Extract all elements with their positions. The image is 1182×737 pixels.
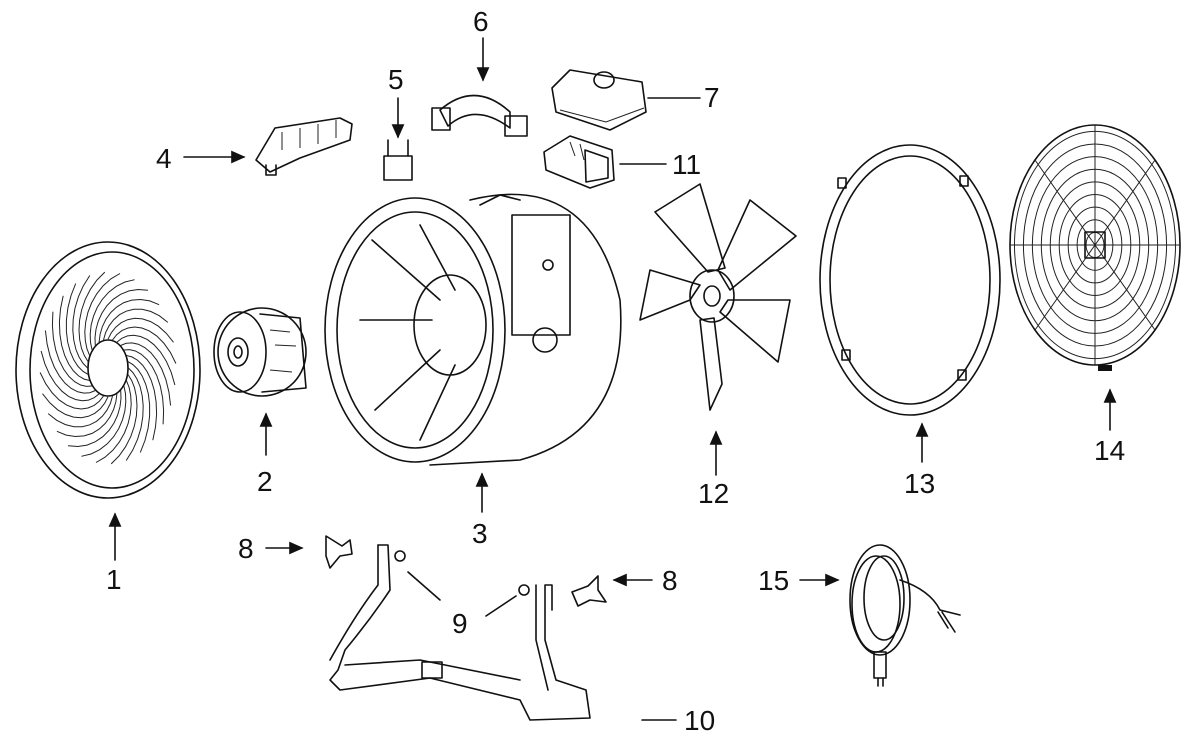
grille-swirl xyxy=(47,395,113,428)
part-switch-box xyxy=(551,69,647,131)
grille-swirl xyxy=(84,273,121,356)
label-10: 10 xyxy=(684,705,716,736)
label-3: 3 xyxy=(472,518,488,549)
leader-lines xyxy=(108,37,1117,721)
label-9: 9 xyxy=(452,608,468,639)
grille-swirl xyxy=(56,393,118,438)
grille-swirl xyxy=(116,334,176,386)
label-4: 4 xyxy=(156,143,172,174)
grille-swirl xyxy=(110,374,138,465)
part-stand xyxy=(329,544,591,721)
grille-swirl xyxy=(103,308,169,341)
label-11: 11 xyxy=(672,149,702,180)
leader-9a xyxy=(407,571,441,601)
part-clip xyxy=(383,139,413,181)
part-motor xyxy=(213,307,307,397)
part-fan-blade xyxy=(639,183,797,411)
grille-swirl xyxy=(44,330,96,394)
grille-swirl xyxy=(81,385,127,457)
part-front-grille xyxy=(15,241,201,499)
label-14: 14 xyxy=(1094,435,1126,466)
label-13: 13 xyxy=(904,468,936,499)
grille-swirl xyxy=(126,355,158,441)
leader-9b xyxy=(485,595,517,617)
label-8-left: 8 xyxy=(238,533,254,564)
part-switch xyxy=(543,135,615,189)
grille-swirl xyxy=(58,295,90,381)
label-15: 15 xyxy=(758,565,790,596)
grille-swirl xyxy=(120,342,172,406)
grille-swirl xyxy=(95,380,132,463)
label-8-right: 8 xyxy=(662,565,678,596)
grille-swirl xyxy=(39,372,104,410)
grille-swirl xyxy=(127,361,151,453)
part-knob-right xyxy=(571,575,607,607)
grille-swirl xyxy=(112,326,177,364)
label-1: 1 xyxy=(106,564,122,595)
grille-swirl xyxy=(107,317,174,343)
grille-swirl xyxy=(40,350,100,402)
label-5: 5 xyxy=(388,64,404,95)
part-bracket xyxy=(255,117,353,176)
grille-swirl xyxy=(98,298,160,343)
part-power-cord xyxy=(849,544,961,687)
label-6: 6 xyxy=(473,6,489,37)
grille-swirl xyxy=(42,393,109,419)
grille-swirl xyxy=(78,271,106,362)
part-washer-left xyxy=(394,550,406,562)
part-washer-right xyxy=(518,584,530,596)
grille-swirl xyxy=(72,275,91,369)
grille-swirl xyxy=(94,288,148,346)
grille-swirl xyxy=(65,283,89,375)
label-2: 2 xyxy=(257,466,273,497)
grille-swirl xyxy=(68,390,122,448)
grille-swirl xyxy=(125,367,144,461)
grille-swirl xyxy=(51,311,93,387)
label-12: 12 xyxy=(698,478,730,509)
part-ring xyxy=(819,144,1001,416)
grille-swirl xyxy=(89,279,135,351)
part-housing xyxy=(324,193,622,466)
part-knob-left xyxy=(325,535,353,569)
grille-swirl xyxy=(123,349,165,425)
label-7: 7 xyxy=(704,82,720,113)
part-rear-guard xyxy=(1009,124,1181,371)
part-handle xyxy=(431,94,528,137)
